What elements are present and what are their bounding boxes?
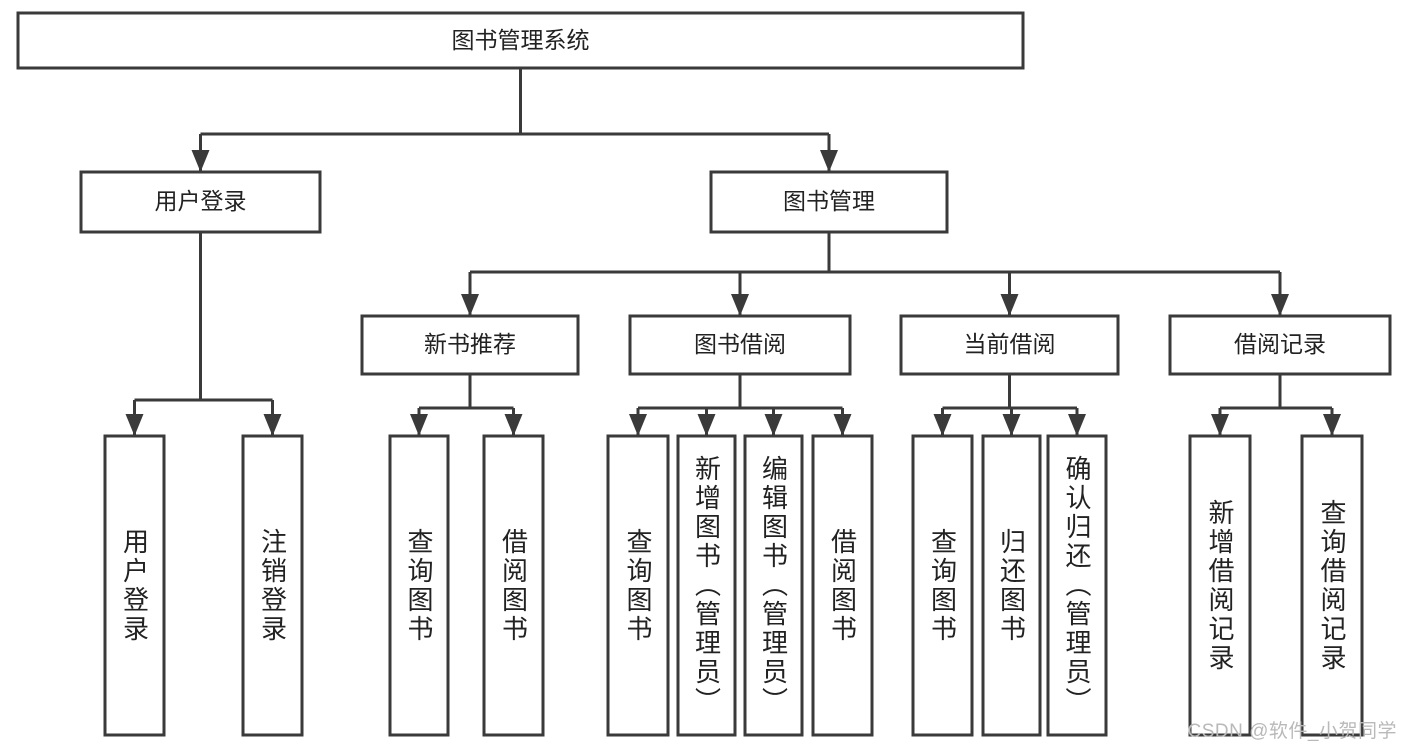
node-box-l3-new-book-rec[interactable] [360, 314, 580, 376]
arrow-head-icon [461, 294, 479, 316]
node-box-leaf-cur-query-book[interactable] [911, 434, 974, 737]
node-box-leaf-cur-confirm-ret[interactable] [1046, 434, 1108, 737]
arrow-head-icon [933, 414, 952, 436]
arrow-head-icon [1211, 414, 1229, 436]
node-box-leaf-cur-return-book[interactable] [981, 434, 1042, 737]
node-box-l3-current-borrow[interactable] [899, 314, 1120, 376]
node-box-leaf-rec-query-record[interactable] [1300, 434, 1364, 737]
node-box-leaf-borrow-add-book[interactable] [676, 434, 737, 737]
nodes-layer [16, 11, 1392, 737]
arrow-head-icon [263, 414, 282, 436]
arrow-head-icon [410, 414, 428, 436]
arrow-head-icon [1068, 414, 1086, 436]
node-box-leaf-borrow-query-book[interactable] [606, 434, 670, 737]
node-box-root[interactable] [16, 11, 1025, 70]
arrow-head-icon [191, 150, 210, 172]
node-box-leaf-rec-query-book[interactable] [388, 434, 450, 737]
node-box-leaf-rec-borrow-book[interactable] [482, 434, 545, 737]
node-box-l2-user-login[interactable] [79, 170, 322, 234]
node-box-l3-book-borrow[interactable] [628, 314, 852, 376]
node-box-leaf-borrow-edit-book[interactable] [743, 434, 804, 737]
arrow-head-icon [1000, 294, 1019, 316]
node-box-leaf-rec-add-record[interactable] [1188, 434, 1252, 737]
arrow-head-icon [1271, 294, 1289, 316]
arrow-head-icon [1002, 414, 1021, 436]
arrow-head-icon [1323, 414, 1341, 436]
edges-layer [125, 68, 1341, 436]
arrow-head-icon [629, 414, 647, 436]
arrow-head-icon [697, 414, 716, 436]
arrow-head-icon [731, 294, 749, 316]
arrow-head-icon [764, 414, 783, 436]
arrow-head-icon [833, 414, 852, 436]
arrow-head-icon [820, 150, 838, 172]
node-box-l2-book-mgmt[interactable] [709, 170, 949, 234]
node-box-l3-borrow-record[interactable] [1168, 314, 1392, 376]
arrow-head-icon [125, 414, 144, 436]
node-box-leaf-user-logout[interactable] [241, 434, 304, 737]
node-box-leaf-user-login[interactable] [103, 434, 166, 737]
arrow-head-icon [504, 414, 523, 436]
node-box-leaf-borrow-lend-book[interactable] [811, 434, 874, 737]
